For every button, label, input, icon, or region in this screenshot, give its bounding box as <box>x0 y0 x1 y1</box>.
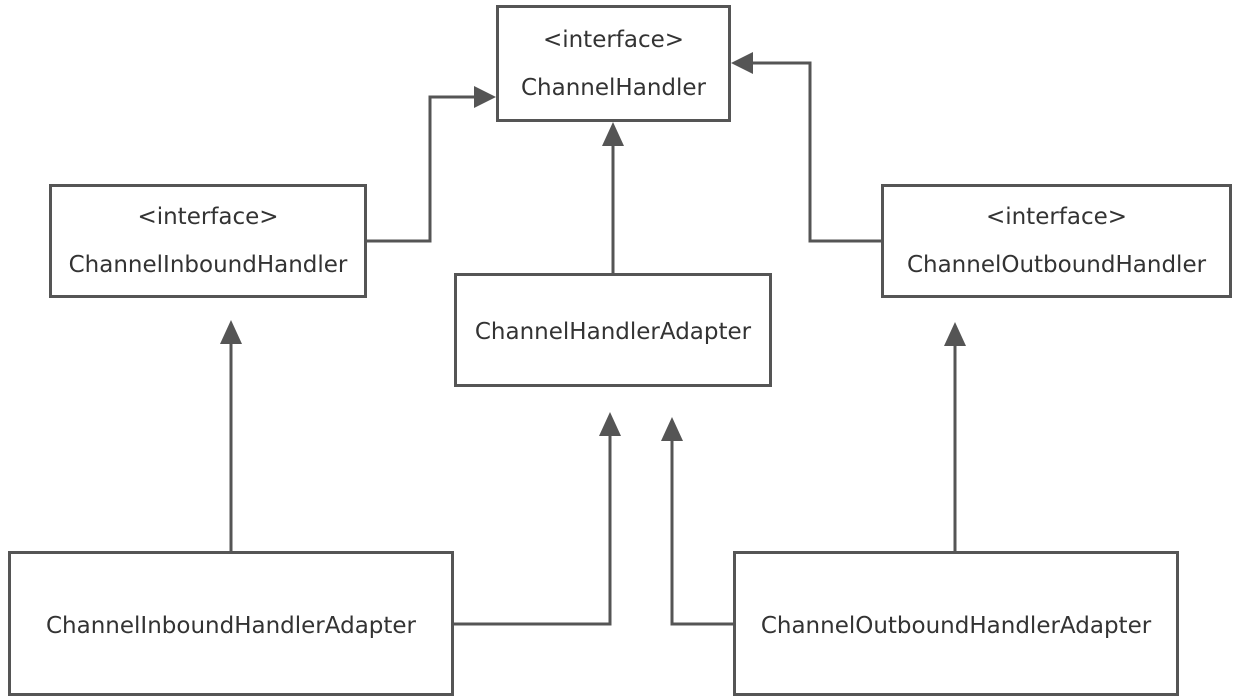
edge-inbound-handler-to-channel-handler <box>367 95 478 243</box>
arrowhead-icon <box>661 417 683 441</box>
node-channel-outbound-handler-adapter: ChannelOutboundHandlerAdapter <box>733 551 1179 696</box>
node-channel-outbound-handler: <interface> ChannelOutboundHandler <box>881 184 1232 298</box>
node-name: ChannelInboundHandler <box>68 252 348 278</box>
node-channel-handler-adapter: ChannelHandlerAdapter <box>454 273 772 387</box>
arrowhead-icon <box>602 122 624 146</box>
node-name: ChannelOutboundHandlerAdapter <box>760 612 1152 639</box>
node-name: ChannelOutboundHandler <box>906 252 1207 278</box>
node-name: ChannelInboundHandlerAdapter <box>45 612 417 639</box>
edge-inbound-adapter-to-handler-adapter <box>454 433 612 626</box>
arrowhead-icon <box>731 52 753 74</box>
node-name: ChannelHandlerAdapter <box>474 319 752 345</box>
node-channel-inbound-handler-adapter: ChannelInboundHandlerAdapter <box>8 551 454 696</box>
node-name: ChannelHandler <box>521 74 706 101</box>
edge-outbound-handler-to-channel-handler <box>750 61 881 243</box>
node-stereotype: <interface> <box>985 204 1128 230</box>
node-channel-handler: <interface> ChannelHandler <box>496 5 731 122</box>
arrowhead-icon <box>220 320 242 344</box>
node-channel-inbound-handler: <interface> ChannelInboundHandler <box>49 184 367 298</box>
arrowhead-icon <box>474 86 496 108</box>
arrowhead-icon <box>944 322 966 346</box>
node-stereotype: <interface> <box>137 204 279 230</box>
edge-outbound-adapter-to-handler-adapter <box>670 438 733 626</box>
node-stereotype: <interface> <box>542 26 685 53</box>
arrowhead-icon <box>599 412 621 436</box>
